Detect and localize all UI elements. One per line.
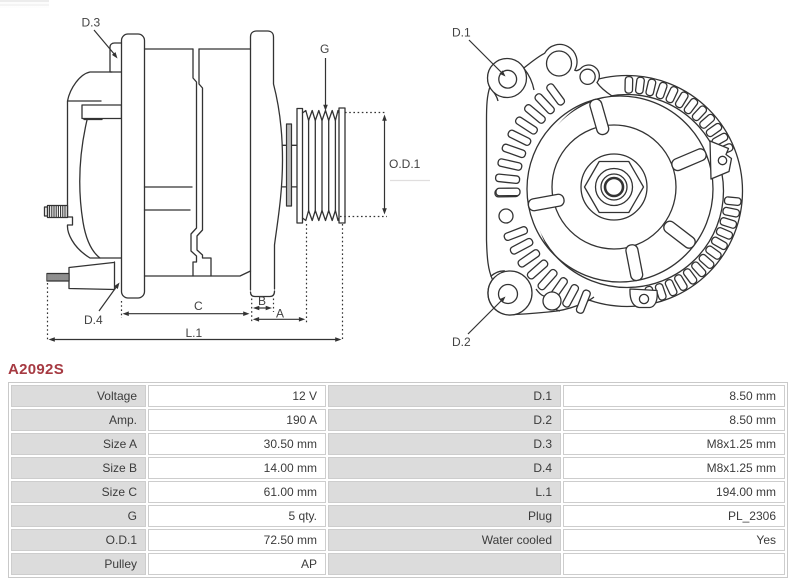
svg-text:A: A	[276, 307, 284, 321]
svg-text:D.2: D.2	[452, 335, 471, 349]
svg-text:D.4: D.4	[84, 313, 103, 327]
svg-text:C: C	[194, 299, 203, 313]
svg-text:L.1: L.1	[186, 326, 203, 340]
svg-text:O.D.1: O.D.1	[389, 157, 421, 171]
svg-text:B: B	[258, 294, 266, 308]
svg-text:D.3: D.3	[82, 16, 101, 30]
svg-text:G: G	[320, 42, 329, 56]
svg-text:D.1: D.1	[452, 26, 471, 40]
